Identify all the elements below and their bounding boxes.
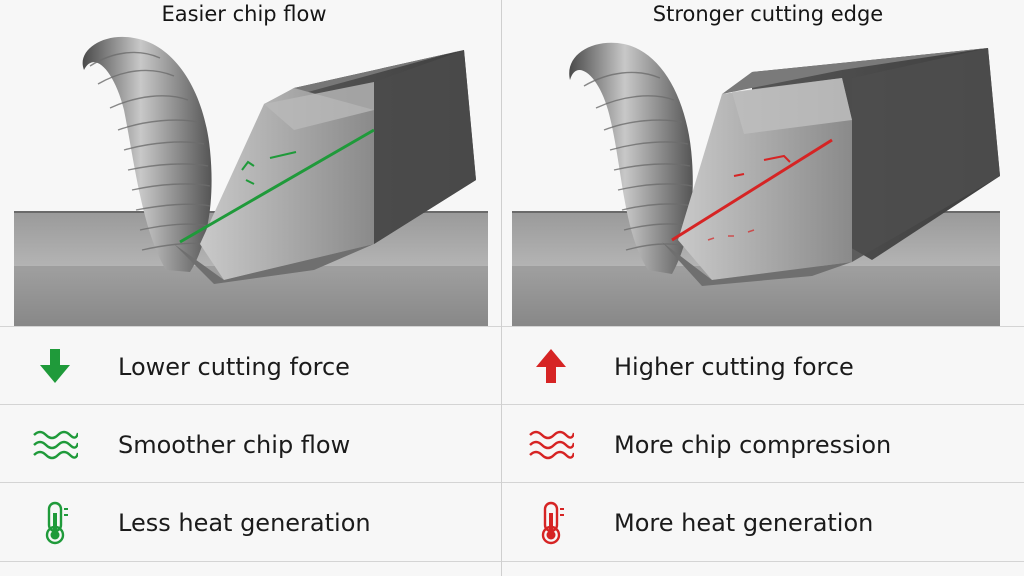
- chip: [569, 42, 693, 274]
- cutting-edge-line: [671, 138, 833, 242]
- effect-row: Less heat generation: [0, 482, 512, 560]
- panel-title: Stronger cutting edge: [652, 2, 884, 26]
- chip: [82, 36, 212, 272]
- panel-stronger-cutting-edge: Stronger cutting edge: [512, 0, 1024, 576]
- cutting-tool-illustration: [14, 36, 488, 326]
- panel-divider: [501, 0, 502, 576]
- cutting-tool-illustration: [512, 42, 1000, 326]
- effect-label: More heat generation: [614, 509, 874, 537]
- rake-face: [678, 78, 852, 280]
- effect-row: More heat generation: [512, 482, 1024, 560]
- effect-row: Smoother chip flow: [0, 404, 512, 482]
- effect-label: Higher cutting force: [614, 353, 854, 381]
- effect-label: More chip compression: [614, 431, 892, 459]
- effect-label: Smoother chip flow: [118, 431, 351, 459]
- wave-lines-icon: [33, 430, 78, 460]
- cutting-edge-line: [179, 128, 375, 244]
- panel-effects-list: Lower cutting force Smoother chip flow: [0, 326, 512, 560]
- thermometer-icon: [45, 501, 68, 545]
- effect-label: Lower cutting force: [118, 353, 350, 381]
- panel-effects-list: Higher cutting force More chip compressi…: [512, 326, 1024, 560]
- effect-row: Higher cutting force: [512, 326, 1024, 404]
- panel-title: Easier chip flow: [161, 2, 327, 26]
- effect-label: Less heat generation: [118, 509, 371, 537]
- wave-lines-icon: [529, 430, 574, 460]
- effect-row: Lower cutting force: [0, 326, 512, 404]
- rake-face: [200, 88, 374, 280]
- arrow-down-icon: [40, 349, 70, 383]
- panel-easier-chip-flow: Easier chip flow: [0, 2, 512, 576]
- row-divider: [0, 561, 512, 576]
- row-divider: [512, 561, 1024, 576]
- effect-row: More chip compression: [512, 404, 1024, 482]
- thermometer-icon: [541, 501, 564, 545]
- arrow-up-icon: [536, 349, 566, 383]
